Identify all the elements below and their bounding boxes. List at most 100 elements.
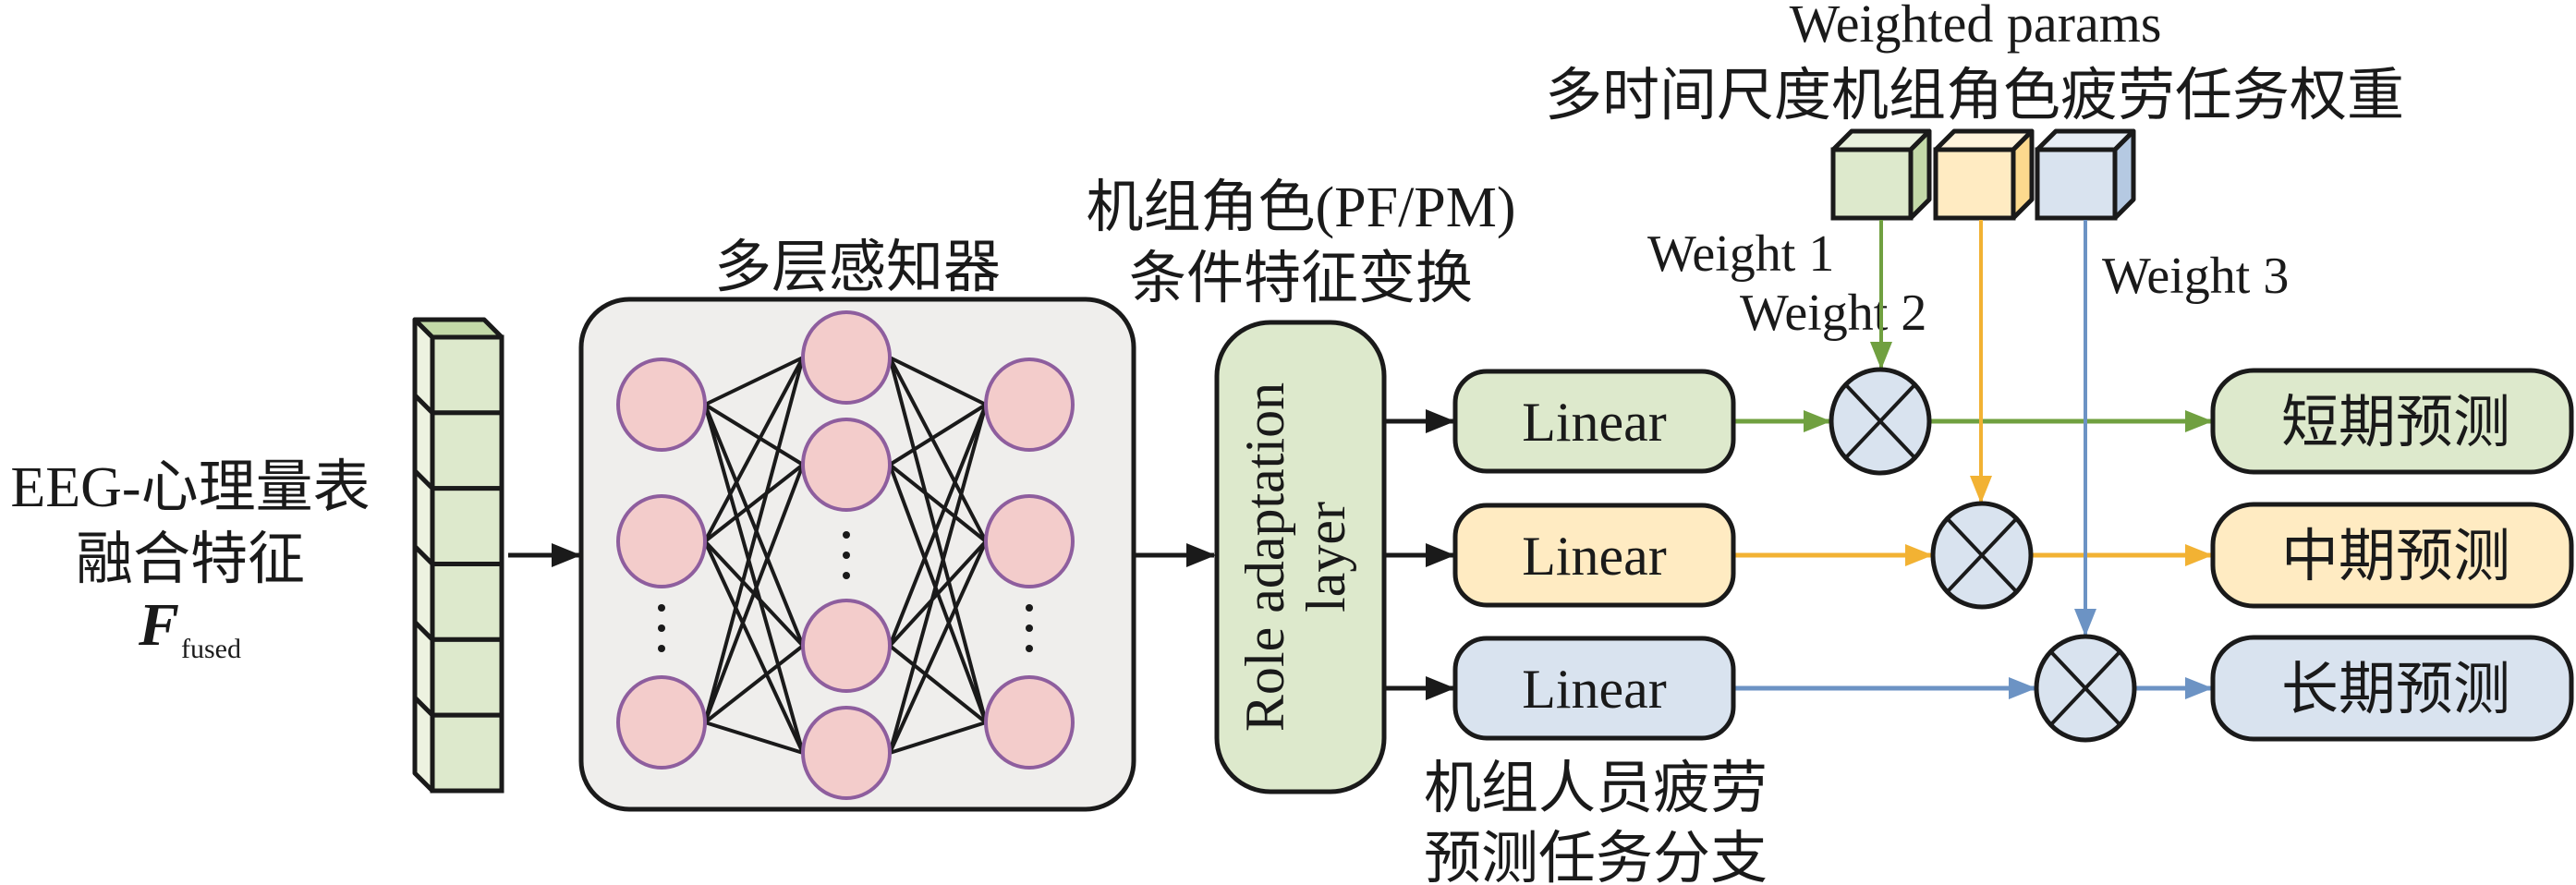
weight-label-3: Weight 3 — [2102, 248, 2289, 305]
ellipsis-dot — [1026, 645, 1033, 652]
branch-3: Linear 长期预测 — [1452, 634, 2574, 743]
multiply-icon — [1930, 501, 2034, 610]
mlp-edge — [888, 404, 988, 754]
output-box — [2210, 502, 2574, 609]
mlp-edge — [888, 539, 988, 648]
branches-caption-line2: 预测任务分支 — [1424, 828, 1768, 885]
mlp-edge — [888, 463, 988, 543]
feature-cell — [430, 410, 504, 491]
branches-caption-line1: 机组人员疲劳 — [1424, 758, 1768, 820]
output-label: 中期预测 — [2281, 526, 2510, 588]
multiply-cross-stroke — [1844, 383, 1916, 459]
multiply-cross-stroke — [2049, 650, 2121, 726]
ellipsis-dot — [658, 624, 665, 632]
feature-cell — [430, 712, 504, 794]
input-neuron — [616, 675, 707, 770]
mlp-edge — [703, 404, 805, 647]
feature-cell — [430, 562, 504, 642]
input-neuron — [616, 494, 707, 588]
linear-label: Linear — [1522, 392, 1667, 453]
mlp-edge — [888, 404, 988, 647]
output-label: 短期预测 — [2281, 392, 2510, 455]
mlp-edge — [704, 721, 804, 755]
cube-front-face — [2035, 147, 2118, 221]
mlp-edge — [703, 403, 805, 467]
role-label-line2: layer — [1295, 502, 1356, 612]
weights-title-cn: 多时间尺度机组角色疲劳任务权重 — [1545, 65, 2404, 127]
cube-front-face — [1933, 147, 2016, 221]
column-side-edge — [413, 696, 434, 717]
multiply-cross-stroke — [1946, 517, 2018, 593]
feature-vector-column — [412, 317, 504, 794]
multiply-icon — [1829, 367, 1932, 476]
mlp-edge — [703, 357, 805, 542]
branch-1: Linear 短期预测 — [1452, 367, 2574, 476]
mlp-neurons — [616, 310, 1075, 800]
mlp-edge — [703, 644, 805, 724]
role-caption-line2: 条件特征变换 — [1129, 248, 1473, 310]
mlp-edge — [888, 357, 988, 542]
feature-cell — [430, 636, 504, 718]
feature-cell — [430, 334, 504, 416]
input-neuron — [616, 358, 707, 452]
multiply-icon — [2034, 634, 2137, 743]
ellipsis-dot — [1026, 604, 1033, 612]
linear-box — [1452, 503, 1736, 608]
mlp-edge — [703, 464, 805, 723]
linear-box — [1452, 369, 1736, 474]
column-side-edge — [413, 620, 434, 642]
weight-label-2: Weight 2 — [1740, 285, 1926, 342]
linear-label: Linear — [1522, 659, 1667, 720]
mlp-connections — [703, 356, 988, 755]
column-side-edge — [413, 544, 434, 566]
output-label: 长期预测 — [2281, 659, 2510, 721]
ellipsis-dot — [843, 531, 850, 539]
weights-title-en: Weighted params — [1790, 0, 2162, 54]
mlp-edge — [888, 403, 988, 467]
mlp-title: 多层感知器 — [714, 236, 1001, 299]
ellipsis-dot — [658, 604, 665, 612]
input-label-line2: 融合特征 — [76, 528, 305, 591]
mlp-edge — [703, 357, 805, 723]
role-adaptation-label: Role adaptation layer — [1234, 382, 1356, 732]
branch-2: Linear 中期预测 — [1452, 501, 2574, 610]
mlp-edge — [703, 404, 805, 754]
mlp-edge — [889, 721, 987, 755]
input-label: EEG-心理量表 融合特征 F fused — [10, 456, 370, 664]
hidden-neuron — [801, 706, 892, 800]
mlp-edge — [704, 356, 804, 406]
mlp-edge — [703, 540, 805, 754]
column-side-edge — [413, 468, 434, 491]
mlp-edge — [703, 463, 805, 543]
cube-side-face — [2011, 128, 2035, 221]
weight-cube-green — [1830, 128, 1932, 221]
output-box — [2210, 368, 2574, 475]
output-neuron — [984, 675, 1075, 770]
linear-label: Linear — [1522, 526, 1667, 587]
hidden-neuron — [801, 599, 892, 693]
ellipsis-dot — [843, 572, 850, 579]
output-neuron — [984, 358, 1075, 452]
weight-cube-orange — [1933, 128, 2035, 221]
feature-cell — [430, 486, 504, 567]
cube-front-face — [1830, 147, 1914, 221]
prediction-branches: Linear 短期预测 Linear 中期预测 Linear 长期预测 — [1452, 367, 2574, 743]
cube-side-face — [1908, 128, 1932, 221]
cube-side-face — [2112, 128, 2136, 221]
weight-cube-blue — [2035, 128, 2136, 221]
column-top-face — [412, 317, 504, 340]
mlp-edge — [888, 644, 988, 724]
column-side-edge — [413, 394, 434, 415]
input-symbol-subscript: fused — [181, 634, 241, 664]
mlp-ellipses — [658, 531, 1033, 652]
branch-connections — [1384, 220, 2213, 700]
mlp-edge — [889, 356, 987, 406]
linear-box — [1452, 636, 1736, 741]
role-label-line1: Role adaptation — [1234, 382, 1295, 732]
ellipsis-dot — [658, 645, 665, 652]
mlp-edge — [888, 540, 988, 754]
weight-param-cubes — [1830, 128, 2136, 221]
role-caption-line1: 机组角色(PF/PM) — [1086, 176, 1515, 239]
ellipsis-dot — [843, 552, 850, 559]
